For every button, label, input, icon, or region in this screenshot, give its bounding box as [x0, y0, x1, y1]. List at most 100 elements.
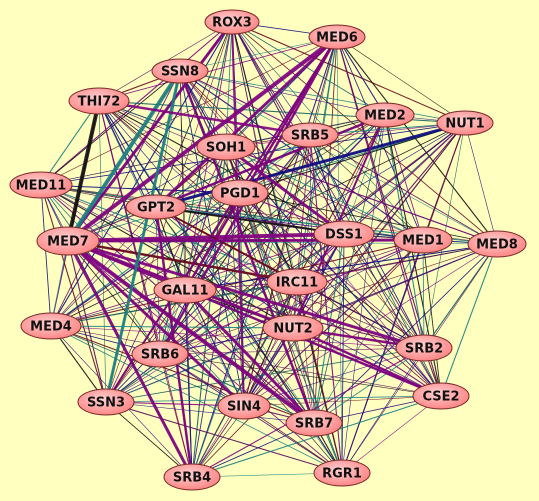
edge [50, 281, 298, 327]
edge [184, 243, 498, 291]
node-ssn3[interactable]: SSN3 [77, 388, 135, 416]
node-shape [125, 194, 187, 220]
edge [313, 114, 386, 424]
node-cse2[interactable]: CSE2 [412, 382, 470, 410]
edge-strong [66, 240, 194, 478]
node-sin4[interactable]: SIN4 [217, 392, 271, 420]
edge-strong [155, 206, 345, 235]
edge [341, 395, 442, 474]
edge-strong [225, 145, 345, 236]
edge [98, 100, 315, 424]
node-srb6[interactable]: SRB6 [131, 340, 189, 368]
node-nut1[interactable]: NUT1 [436, 110, 494, 136]
edge [243, 347, 425, 407]
edge [40, 184, 186, 291]
edge [231, 21, 311, 136]
edge-strong [155, 113, 386, 209]
edge [105, 347, 425, 403]
node-med4[interactable]: MED4 [20, 312, 82, 340]
node-med6[interactable]: MED6 [308, 24, 366, 50]
edge [184, 122, 466, 291]
edge [98, 36, 338, 102]
node-thi72[interactable]: THI72 [68, 87, 130, 115]
edge [309, 134, 498, 245]
edge-strong [178, 70, 316, 424]
node-shape [163, 463, 221, 491]
edge [50, 134, 311, 327]
node-shape [211, 179, 269, 207]
edge [155, 206, 315, 424]
node-soh1[interactable]: SOH1 [196, 133, 256, 161]
node-ssn8[interactable]: SSN8 [151, 58, 209, 84]
edge-strong [67, 239, 442, 398]
edge [159, 353, 442, 397]
node-irc11[interactable]: IRC11 [266, 268, 328, 296]
node-label: PGD1 [220, 187, 260, 202]
edge-strong [66, 100, 101, 242]
node-shape [266, 268, 328, 296]
edge [184, 114, 386, 291]
node-label: SRB5 [291, 129, 329, 144]
node-label: SRB6 [141, 348, 179, 363]
node-srb2[interactable]: SRB2 [395, 334, 453, 362]
node-shape [131, 340, 189, 368]
edge [225, 146, 424, 241]
edge [231, 21, 386, 116]
node-shape [313, 220, 375, 248]
edge-strong [231, 21, 245, 407]
node-label: SSN3 [87, 396, 125, 411]
node-gpt2[interactable]: GPT2 [125, 194, 187, 220]
edge-strong [66, 21, 234, 242]
edge [40, 184, 52, 327]
node-label: SIN4 [227, 400, 261, 415]
node-label: GAL11 [161, 284, 208, 299]
node-pgd1[interactable]: PGD1 [211, 179, 269, 207]
edge [309, 134, 345, 235]
edge [191, 239, 424, 478]
node-med8[interactable]: MED8 [467, 230, 527, 258]
edge [50, 239, 424, 327]
node-label: SRB2 [405, 342, 443, 357]
node-shape [196, 133, 256, 161]
node-shape [20, 312, 82, 340]
node-srb4[interactable]: SRB4 [163, 463, 221, 491]
edge [40, 100, 100, 186]
node-srb5[interactable]: SRB5 [281, 122, 339, 148]
edge [159, 347, 425, 355]
node-gal11[interactable]: GAL11 [153, 276, 217, 304]
edge [40, 36, 338, 186]
edge [98, 100, 425, 349]
edge-strong [98, 99, 311, 137]
edge [336, 36, 386, 116]
node-label: NUT1 [445, 117, 484, 132]
edge [296, 281, 425, 349]
node-med7[interactable]: MED7 [36, 226, 100, 256]
edge [50, 70, 181, 327]
node-med1[interactable]: MED1 [393, 226, 453, 254]
edge-strong [154, 206, 194, 478]
node-srb7[interactable]: SRB7 [285, 409, 343, 437]
edge [243, 405, 343, 474]
node-rox3[interactable]: ROX3 [204, 9, 260, 35]
node-med11[interactable]: MED11 [9, 171, 73, 199]
node-shape [151, 58, 209, 84]
edge [464, 122, 498, 245]
node-nut2[interactable]: NUT2 [262, 314, 324, 342]
node-shape [217, 392, 271, 420]
edge [422, 239, 442, 397]
edge [40, 70, 181, 186]
edge [50, 122, 466, 327]
edge [40, 184, 107, 403]
node-shape [36, 226, 100, 256]
edge [105, 401, 315, 424]
edge [98, 100, 294, 329]
edge [50, 325, 343, 474]
node-shape [355, 102, 415, 128]
node-dss1[interactable]: DSS1 [313, 220, 375, 248]
node-med2[interactable]: MED2 [355, 102, 415, 128]
node-rgr1[interactable]: RGR1 [313, 459, 371, 487]
node-label: ROX3 [212, 16, 252, 31]
node-label: MED7 [47, 235, 89, 250]
node-label: GPT2 [137, 201, 175, 216]
